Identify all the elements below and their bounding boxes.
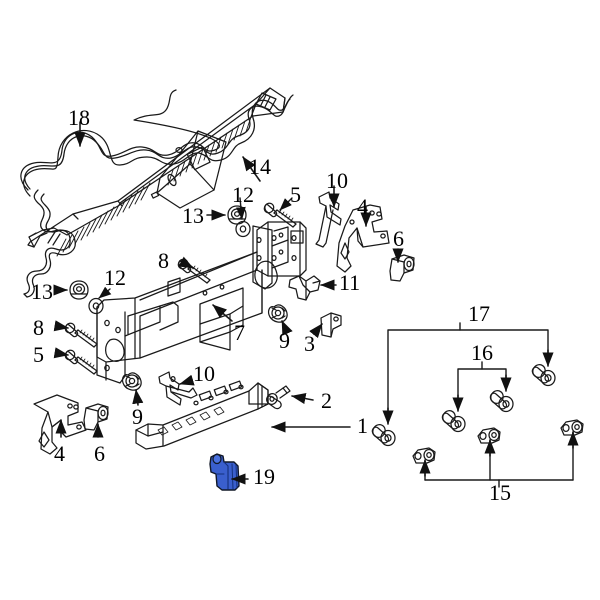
washer-12-upper [235,220,251,238]
bolt-5-upper [263,202,297,228]
washer-12-lower [88,297,104,315]
leader-3 [309,323,323,339]
callout-label-4b: 4 [54,441,65,466]
leader-14 [242,156,261,182]
callout-label-16: 16 [471,340,493,365]
leader-12-upper [235,197,246,220]
clip-3 [320,312,342,338]
callout-label-18: 18 [68,105,90,130]
fastener-bolt-a [371,424,396,447]
fastener-eyelet-c [560,419,584,436]
leader-2 [291,393,314,405]
callout-label-7: 7 [234,320,245,345]
bumper-clip-6-upper [389,254,415,282]
bumper-wire-harness-18 [20,89,220,191]
leader-9-lower [132,389,144,406]
fastener-eyelet-b [477,427,501,444]
leader-12-lower [98,286,112,299]
callout-label-9a: 9 [279,328,290,353]
bumper-step-pad-14 [27,87,286,257]
fastener-bolt-d [489,390,514,413]
callout-label-13a: 13 [182,203,204,228]
bracket-group-17 [382,322,554,425]
leader-5-upper [279,197,293,211]
callout-label-15: 15 [489,480,511,505]
callout-label-5a: 5 [290,182,301,207]
callout-label-9b: 9 [132,404,143,429]
callout-label-6b: 6 [94,441,105,466]
callout-label-12b: 12 [104,265,126,290]
callout-label-4a: 4 [357,194,368,219]
callout-label-5b: 5 [33,342,44,367]
bumper-reinforcement-7 [96,221,307,384]
fastener-eyelet-a [412,447,436,464]
bolt-8-lower [64,322,98,348]
fastener-group-15 [419,431,579,488]
clip-10-lower [158,371,198,406]
callout-label-6a: 6 [393,226,404,251]
callout-label-3: 3 [304,331,315,356]
leader-8-lower [53,320,69,332]
callout-label-12a: 12 [232,182,254,207]
step-bar-1 [135,380,269,450]
nut-13-lower [69,280,89,300]
leader-7 [212,304,233,322]
nut-9-lower [122,372,142,391]
callout-label-8a: 8 [158,248,169,273]
leader-10-lower [179,374,195,386]
clip-11 [288,275,321,301]
bolt-5-lower [64,349,98,375]
callout-label-11: 11 [339,270,361,295]
leader-5-lower [53,347,69,359]
callout-label-19: 19 [253,464,275,489]
nut-9-upper [268,304,288,323]
callout-label-10a: 10 [326,168,348,193]
fastener-bolt-b [531,364,556,387]
callout-label-8b: 8 [33,315,44,340]
bolt-group-16 [452,361,512,412]
leader-8-upper [178,256,194,269]
callout-label-10b: 10 [193,361,215,386]
fastener-bolt-c [441,410,466,433]
bumper-clip-6-lower [83,403,109,431]
callout-label-14: 14 [249,154,271,179]
clip-10-upper [315,191,342,248]
bolt-2 [266,385,291,410]
callout-label-17: 17 [468,301,490,326]
parking-aid-sensor-19 [209,453,240,491]
callout-label-1: 1 [357,413,368,438]
callout-label-13b: 13 [31,279,53,304]
leader-9-upper [281,320,293,336]
callout-label-2: 2 [321,388,332,413]
bracket-4-upper [336,204,390,273]
